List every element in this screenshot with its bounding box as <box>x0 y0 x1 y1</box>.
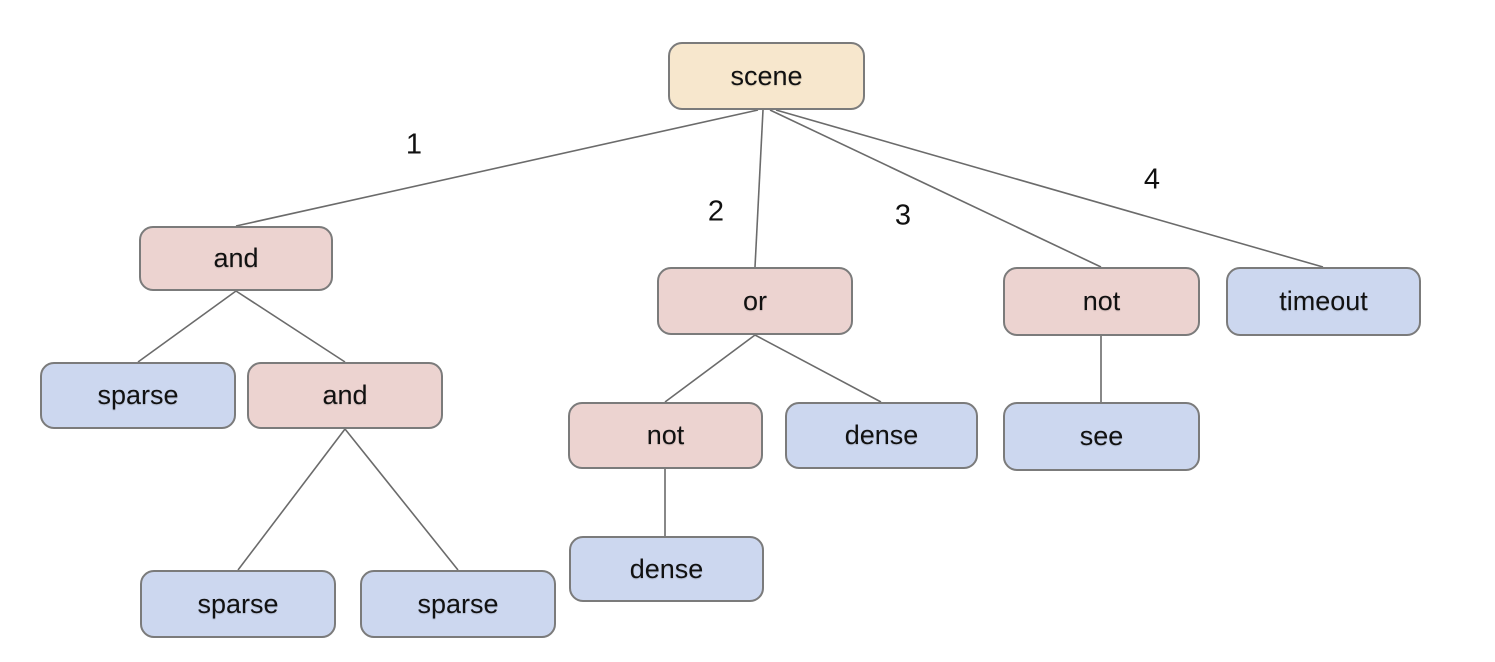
edge-or-not <box>664 334 756 403</box>
node-not-2: not <box>568 402 763 469</box>
edge-and2-sparse3 <box>344 428 459 571</box>
node-dense-2: dense <box>569 536 764 602</box>
node-and-1: and <box>139 226 333 291</box>
edge-scene-not <box>769 109 1102 268</box>
node-dense-1: dense <box>785 402 978 469</box>
node-see: see <box>1003 402 1200 471</box>
edge-scene-and <box>235 109 759 227</box>
edge-and-sparse <box>137 290 237 363</box>
node-timeout: timeout <box>1226 267 1421 336</box>
node-sparse-3: sparse <box>360 570 556 638</box>
edge-scene-timeout <box>775 109 1324 268</box>
edge-label-3: 3 <box>894 199 912 232</box>
edge-label-4: 4 <box>1143 163 1161 196</box>
node-sparse-2: sparse <box>140 570 336 638</box>
node-or: or <box>657 267 853 335</box>
node-and-2: and <box>247 362 443 429</box>
node-not-1: not <box>1003 267 1200 336</box>
edge-label-2: 2 <box>707 195 725 228</box>
edge-and2-sparse2 <box>237 428 346 571</box>
edge-and-and <box>235 290 346 363</box>
node-sparse-1: sparse <box>40 362 236 429</box>
edge-scene-or <box>754 109 764 268</box>
edge-label-1: 1 <box>405 128 423 161</box>
edge-or-dense <box>754 334 882 403</box>
node-scene: scene <box>668 42 865 110</box>
